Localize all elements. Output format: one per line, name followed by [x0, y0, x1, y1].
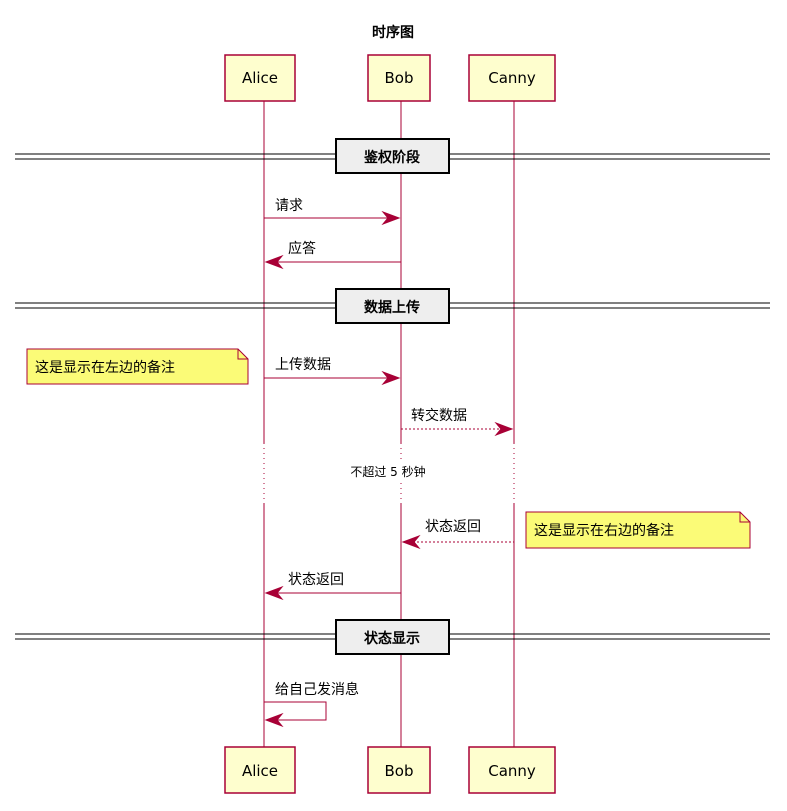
participant-label: Bob — [385, 762, 414, 780]
note-right: 这是显示在右边的备注 — [525, 511, 751, 549]
divider-status-display: 状态显示 — [15, 619, 770, 655]
participant-label: Alice — [242, 69, 278, 87]
divider-upload: 数据上传 — [15, 288, 770, 324]
participant-label: Bob — [385, 69, 414, 87]
message-status-return-2: 状态返回 — [264, 572, 401, 601]
participant-label: Canny — [488, 762, 536, 780]
note-text: 这是显示在左边的备注 — [35, 359, 175, 376]
message-label: 应答 — [288, 240, 316, 257]
message-label: 给自己发消息 — [275, 681, 359, 698]
arrow-right-icon — [494, 421, 514, 437]
message-label: 状态返回 — [288, 572, 344, 588]
participant-alice-bottom: Alice — [224, 746, 296, 794]
diagram-title: 时序图 — [372, 24, 414, 41]
message-upload-data: 上传数据 — [264, 357, 401, 386]
message-label: 上传数据 — [275, 357, 331, 373]
delay-label: 不超过 5 秒钟 — [350, 464, 425, 479]
arrow-left-icon — [264, 254, 284, 270]
arrow-left-icon — [264, 712, 284, 728]
divider-auth: 鉴权阶段 — [15, 138, 770, 174]
participant-bob-top: Bob — [367, 54, 431, 102]
note-left: 这是显示在左边的备注 — [26, 348, 249, 385]
message-label: 请求 — [275, 198, 303, 214]
message-self: 给自己发消息 — [264, 681, 359, 728]
divider-label: 数据上传 — [364, 299, 420, 316]
message-request: 请求 — [264, 198, 401, 226]
message-response: 应答 — [264, 240, 401, 270]
delay-marker: 不超过 5 秒钟 — [330, 460, 442, 482]
divider-label: 状态显示 — [364, 630, 420, 647]
arrow-right-icon — [381, 370, 401, 386]
divider-label: 鉴权阶段 — [363, 149, 420, 166]
participant-bob-bottom: Bob — [367, 746, 431, 794]
note-text: 这是显示在右边的备注 — [534, 522, 674, 539]
participant-label: Alice — [242, 762, 278, 780]
participant-canny-bottom: Canny — [468, 746, 556, 794]
message-label: 状态返回 — [425, 519, 481, 535]
participant-label: Canny — [488, 69, 536, 87]
message-forward-data: 转交数据 — [401, 407, 514, 437]
arrow-left-icon — [264, 585, 284, 601]
arrow-left-icon — [401, 534, 421, 550]
participant-canny-top: Canny — [468, 54, 556, 102]
message-status-return-1: 状态返回 — [401, 519, 514, 550]
arrow-right-icon — [381, 210, 401, 226]
message-label: 转交数据 — [411, 407, 467, 424]
participant-alice-top: Alice — [224, 54, 296, 102]
